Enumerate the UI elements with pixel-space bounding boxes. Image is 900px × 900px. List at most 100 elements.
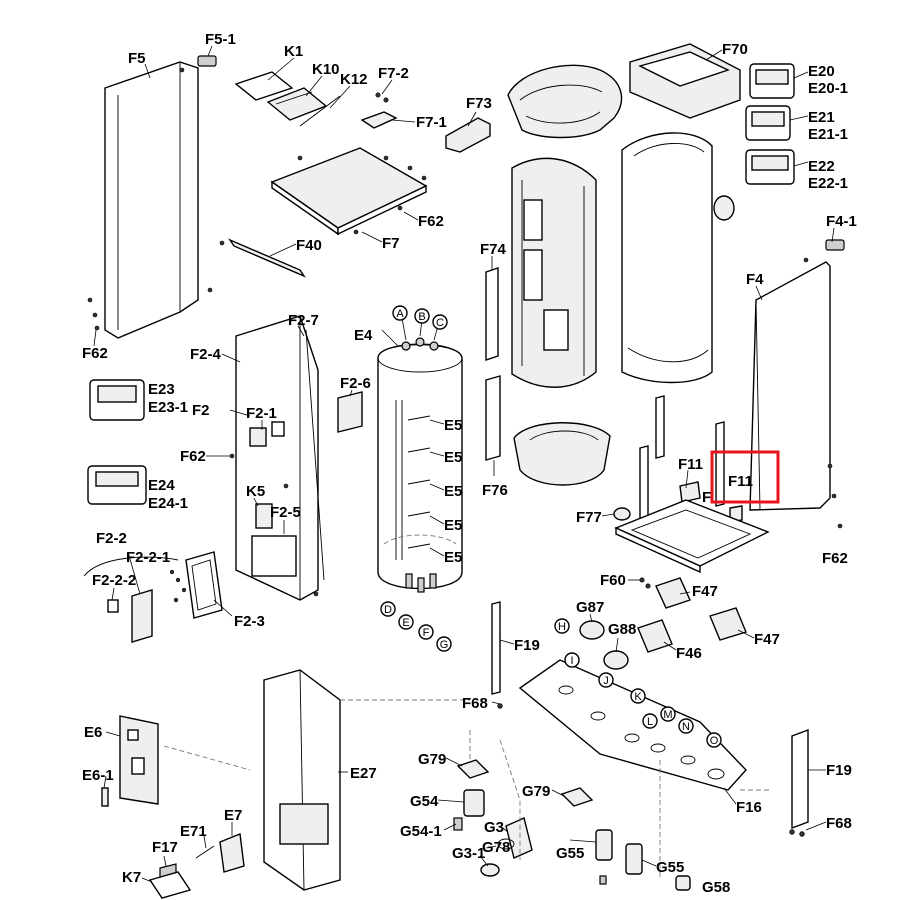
- label-f46: F46: [676, 645, 702, 662]
- part-g55-fitting-a: [595, 829, 613, 885]
- circle-label-k: K: [630, 688, 646, 704]
- circle-label-o: O: [706, 732, 722, 748]
- part-base-tray: [513, 422, 611, 486]
- part-e22-controller: [745, 149, 795, 185]
- label-g54: G54: [410, 793, 439, 810]
- label-e5-5: E5: [444, 549, 462, 566]
- part-top-cover: [507, 64, 623, 139]
- label-e22: E22: [808, 158, 835, 175]
- label-f73: F73: [466, 95, 492, 112]
- part-f2-6-pad: [337, 391, 363, 433]
- label-f70: F70: [722, 41, 748, 58]
- label-k7: K7: [122, 869, 141, 886]
- circle-label-i: I: [564, 652, 580, 668]
- label-e21: E21: [808, 109, 835, 126]
- part-front-inner-panel: [511, 157, 597, 388]
- part-e6-board: [119, 715, 159, 805]
- label-e4: E4: [354, 327, 373, 344]
- part-f11-posts: [639, 395, 743, 523]
- label-e7: E7: [224, 807, 242, 824]
- part-f2-2-assembly: [83, 551, 223, 643]
- label-f11-partial: F: [702, 489, 711, 506]
- label-e20: E20: [808, 63, 835, 80]
- label-f7-2: F7-2: [378, 65, 409, 82]
- circle-label-l: L: [642, 713, 658, 729]
- svg-text:J: J: [603, 675, 609, 687]
- circle-label-e: E: [398, 614, 414, 630]
- label-g55-right: G55: [656, 859, 684, 876]
- label-f40: F40: [296, 237, 322, 254]
- label-k1: K1: [284, 43, 303, 60]
- part-f2-front-panel: [229, 315, 319, 601]
- circle-label-f: F: [418, 624, 434, 640]
- label-f77: F77: [576, 509, 602, 526]
- part-k12-rod: [299, 95, 341, 127]
- label-e6: E6: [84, 724, 102, 741]
- circle-label-j: J: [598, 672, 614, 688]
- part-g88-disc: [603, 650, 629, 670]
- label-f19-left: F19: [514, 637, 540, 654]
- label-k10: K10: [312, 61, 340, 78]
- label-f62-top: F62: [418, 213, 444, 230]
- label-f47-bottom: F47: [754, 631, 780, 648]
- part-f4-1-clip: [825, 239, 845, 251]
- label-e5-2: E5: [444, 449, 462, 466]
- label-f2-6: F2-6: [340, 375, 371, 392]
- svg-text:B: B: [418, 311, 425, 323]
- part-f76-rail: [485, 375, 501, 461]
- label-g88: G88: [608, 621, 636, 638]
- part-f2-7-strip: [305, 329, 325, 581]
- label-f16: F16: [736, 799, 762, 816]
- part-f47-bracket-a: [655, 577, 691, 609]
- label-k12: K12: [340, 71, 368, 88]
- part-e21-controller: [745, 105, 791, 141]
- label-f2-4: F2-4: [190, 346, 222, 363]
- label-g87: G87: [576, 599, 604, 616]
- svg-text:A: A: [396, 308, 404, 320]
- part-f5-side-panel: [87, 61, 213, 339]
- part-e24-controller: [87, 465, 147, 505]
- label-f68-left: F68: [462, 695, 488, 712]
- label-e24: E24: [148, 477, 175, 494]
- part-k7-plate: [148, 871, 192, 899]
- label-e5-3: E5: [444, 483, 462, 500]
- leader-lines: [93, 45, 835, 883]
- label-f2-1: F2-1: [246, 405, 277, 422]
- label-f11-right: F11: [728, 473, 753, 490]
- part-e23-controller: [89, 379, 145, 421]
- part-f19-rod-right: [791, 728, 809, 830]
- label-f2-5: F2-5: [270, 504, 301, 521]
- circle-label-g: G: [436, 636, 452, 652]
- part-rear-shell: [621, 132, 713, 384]
- highlight-box-f11: [710, 450, 780, 504]
- label-g3-1: G3-1: [452, 845, 485, 862]
- svg-text:N: N: [682, 721, 690, 733]
- label-f2-2-1: F2-2-1: [126, 549, 170, 566]
- part-g55-fitting-b: [625, 843, 643, 875]
- circle-label-d: D: [380, 601, 396, 617]
- part-f60-screws: [639, 577, 651, 589]
- part-k1-sheet: [234, 71, 294, 101]
- part-base-frame: [614, 499, 770, 574]
- part-e27-box: [263, 669, 341, 891]
- label-e20-1: E20-1: [808, 80, 848, 97]
- label-e71: E71: [180, 823, 207, 840]
- label-g3: G3: [484, 819, 504, 836]
- label-g58: G58: [702, 879, 730, 896]
- part-f68-screw-a: [497, 703, 503, 709]
- part-f5-1-clip: [197, 55, 217, 67]
- circle-label-n: N: [678, 718, 694, 734]
- part-f7-2-screw: [375, 92, 389, 103]
- label-f2: F2: [192, 402, 210, 419]
- label-f2-2: F2-2: [96, 530, 127, 547]
- label-e5-4: E5: [444, 517, 462, 534]
- part-g58-fitting: [675, 875, 691, 891]
- part-f7-1-bracket: [360, 111, 398, 129]
- part-f73-connector: [445, 117, 491, 153]
- circle-label-c: C: [432, 314, 448, 330]
- part-f40-bar: [219, 238, 306, 278]
- part-e20-controller: [749, 63, 795, 99]
- part-e6-1-fuse: [101, 787, 109, 807]
- part-g3-valve: [480, 817, 533, 877]
